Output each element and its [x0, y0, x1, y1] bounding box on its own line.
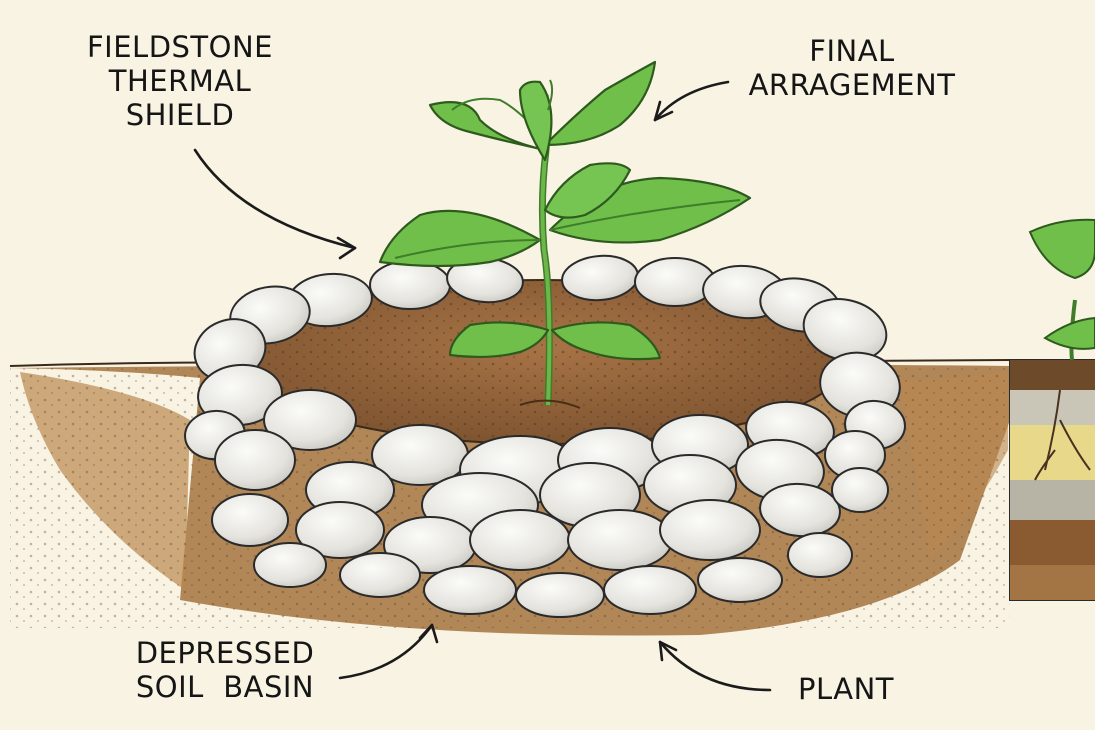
arrow-final [653, 80, 730, 122]
label-line: ARRAGEMENT [748, 68, 956, 102]
stone [369, 260, 451, 310]
stone [697, 557, 783, 603]
label-plant: PLANT [776, 672, 916, 706]
label-line: FINAL [809, 34, 895, 68]
label-final-arrangement: FINAL ARRAGEMENT [722, 34, 982, 102]
stone [423, 565, 517, 615]
stone [567, 509, 673, 571]
label-fieldstone-thermal-shield: FIELDSTONE THERMAL SHIELD [70, 30, 290, 132]
label-line: SOIL BASIN [135, 670, 315, 704]
plant [378, 60, 752, 409]
leader-arrows [193, 80, 772, 692]
arrow-basin [338, 623, 434, 680]
stone [659, 499, 761, 561]
stone [603, 565, 697, 615]
label-line: SHIELD [125, 98, 235, 132]
stone [515, 572, 605, 618]
stone [831, 467, 889, 513]
stone-ring-front [184, 298, 906, 618]
stone [634, 257, 716, 307]
label-line: PLANT [797, 672, 895, 706]
stone [787, 532, 853, 578]
arrow-plant [658, 640, 772, 692]
stone [253, 542, 327, 588]
label-line: FIELDSTONE [86, 30, 273, 64]
label-depressed-soil-basin: DEPRESSED SOIL BASIN [115, 636, 335, 704]
stone-ring-back [229, 254, 841, 345]
label-line: THERMAL [108, 64, 252, 98]
stone [469, 509, 571, 571]
stone [211, 493, 289, 547]
stone [339, 552, 421, 598]
stone [214, 429, 296, 491]
label-line: DEPRESSED [135, 636, 315, 670]
stone [759, 482, 841, 538]
arrow-fieldstone [193, 148, 357, 250]
soil-profile-inset [1009, 218, 1095, 601]
stone [263, 389, 357, 451]
stone [295, 501, 385, 559]
